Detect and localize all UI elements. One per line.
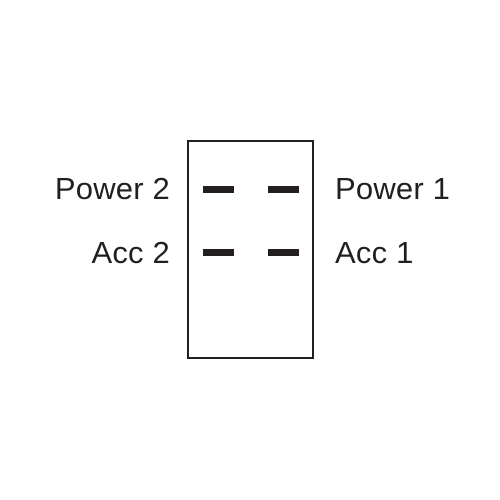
- terminal-acc-1: [268, 249, 299, 256]
- terminal-acc-2: [203, 249, 234, 256]
- label-power-1: Power 1: [335, 171, 451, 206]
- terminal-power-1: [268, 186, 299, 193]
- label-acc-1: Acc 1: [335, 235, 414, 270]
- label-acc-2: Acc 2: [91, 235, 170, 270]
- label-power-2: Power 2: [54, 171, 170, 206]
- terminal-power-2: [203, 186, 234, 193]
